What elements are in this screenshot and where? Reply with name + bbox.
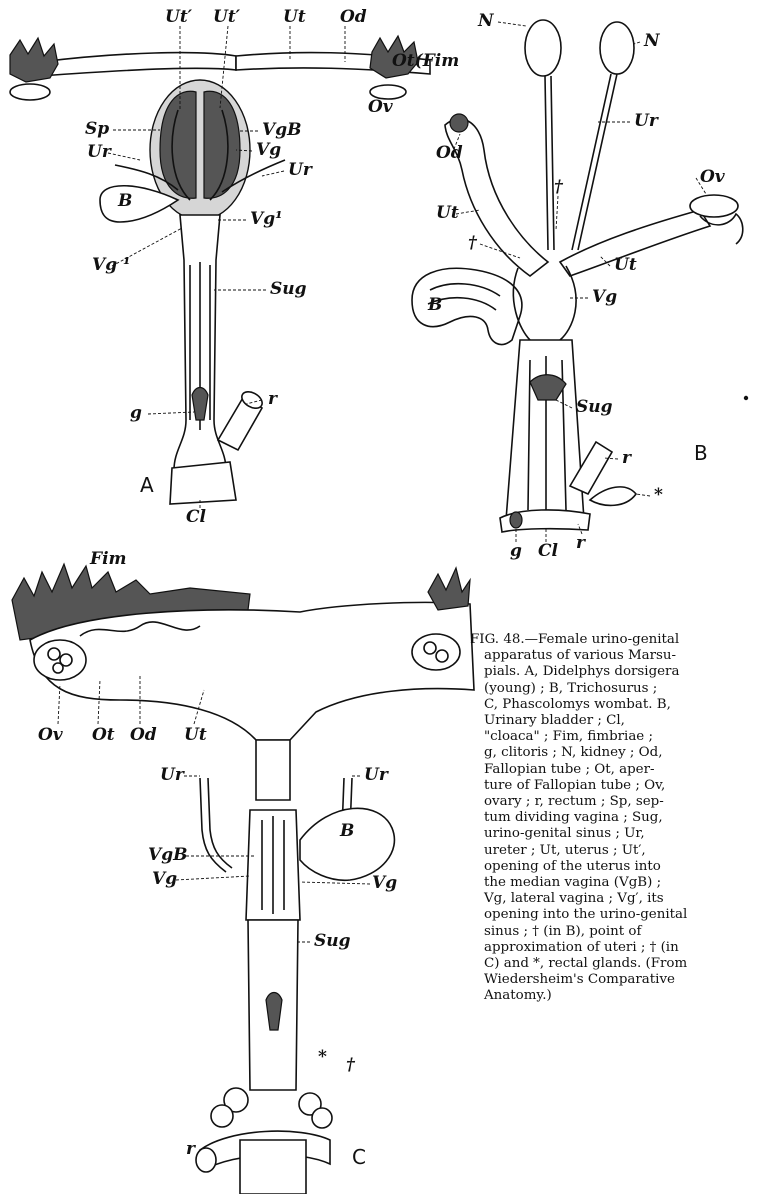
label-c-dagger: † — [346, 1055, 356, 1075]
label-c-b: B — [339, 821, 354, 841]
caption-line: opening into the urino-genital — [470, 907, 758, 923]
label-b-dagger-left: † — [468, 233, 478, 253]
caption-line: C, Phascolomys wombat. B, — [470, 697, 758, 713]
label-b-r-top: r — [622, 448, 632, 468]
label-b-dagger-top: † — [554, 177, 564, 197]
label-c-ur-left: Ur — [160, 765, 185, 785]
label-c-vgb: VgB — [148, 845, 187, 865]
label-c-star: * — [318, 1047, 327, 1067]
caption-line: C) and *, rectal glands. (From — [470, 956, 758, 972]
caption-line: (young) ; B, Trichosurus ; — [470, 681, 758, 697]
panel-a-labels: Ut′ Ut′ Ut Od Ot(Fim Ov Sp VgB Ur Vg Ur … — [85, 7, 459, 527]
label-c-ur-right: Ur — [364, 765, 389, 785]
figure-caption: FIG. 48.—Female urino-genital apparatus … — [470, 632, 758, 1005]
label-c-od: Od — [130, 725, 157, 745]
caption-line: urino-genital sinus ; Ur, — [470, 826, 758, 842]
label-b-od: Od — [436, 143, 463, 163]
caption-line: g, clitoris ; N, kidney ; Od, — [470, 745, 758, 761]
label-a-ur-right: Ur — [288, 160, 313, 180]
label-c-vg-right: Vg — [372, 873, 397, 893]
label-b-cl: Cl — [538, 541, 559, 561]
label-c-sug: Sug — [314, 931, 351, 951]
caption-line: Vg, lateral vagina ; Vg′, its — [470, 891, 758, 907]
label-c-ov: Ov — [38, 725, 64, 745]
label-a-ov: Ov — [368, 97, 394, 117]
caption-line: FIG. 48.—Female urino-genital — [470, 632, 679, 647]
label-b-sug: Sug — [576, 397, 613, 417]
panel-c-letter: C — [352, 1145, 366, 1169]
label-a-b: B — [117, 191, 132, 211]
label-c-ut: Ut — [184, 725, 207, 745]
label-a-ut-prime-1: Ut′ — [165, 7, 193, 27]
label-a-vg1-left: Vg ¹ — [92, 255, 130, 275]
caption-line: approximation of uteri ; † (in — [470, 940, 758, 956]
panel-c-drawing — [12, 564, 474, 1194]
label-b-vg: Vg — [592, 287, 617, 307]
label-a-od: Od — [340, 7, 367, 27]
caption-line: sinus ; † (in B), point of — [470, 924, 758, 940]
label-a-ur-left: Ur — [87, 142, 112, 162]
label-a-sug: Sug — [270, 279, 307, 299]
label-b-ut-left: Ut — [436, 203, 459, 223]
label-b-ut-right: Ut — [614, 255, 637, 275]
caption-line: Urinary bladder ; Cl, — [470, 713, 758, 729]
label-c-ot: Ot — [92, 725, 115, 745]
caption-line: "cloaca" ; Fim, fimbriae ; — [470, 729, 758, 745]
caption-line: the median vagina (VgB) ; — [470, 875, 758, 891]
caption-line: ovary ; r, rectum ; Sp, sep- — [470, 794, 758, 810]
label-a-g: g — [130, 403, 142, 423]
label-b-r-bottom: r — [576, 533, 586, 553]
label-b-ur: Ur — [634, 111, 659, 131]
panel-a-letter: A — [140, 473, 154, 497]
caption-line: Wiedersheim's Comparative — [470, 972, 758, 988]
label-a-r: r — [268, 389, 278, 409]
label-a-vg: Vg — [256, 140, 281, 160]
label-a-vg1-right: Vg¹ — [250, 209, 283, 229]
label-b-n-right: N — [643, 31, 661, 51]
label-c-vg-left: Vg — [152, 869, 177, 889]
label-b-n-left: N — [477, 11, 495, 31]
caption-line: apparatus of various Marsu- — [470, 648, 758, 664]
label-a-vgb: VgB — [262, 120, 301, 140]
label-a-ut-prime-2: Ut′ — [213, 7, 241, 27]
caption-line: ureter ; Ut, uterus ; Ut′, — [470, 843, 758, 859]
caption-line: tum dividing vagina ; Sug, — [470, 810, 758, 826]
label-b-star: * — [654, 485, 663, 505]
caption-line: pials. A, Didelphys dorsigera — [470, 664, 758, 680]
label-a-sp: Sp — [85, 119, 109, 139]
caption-line: Fallopian tube ; Ot, aper- — [470, 762, 758, 778]
label-c-r: r — [186, 1139, 196, 1159]
label-b-g: g — [510, 541, 522, 561]
label-b-ov: Ov — [700, 167, 726, 187]
caption-line: Anatomy.) — [470, 988, 758, 1004]
panel-b-letter: B — [694, 441, 708, 465]
caption-line: ture of Fallopian tube ; Ov, — [470, 778, 758, 794]
label-a-ut: Ut — [283, 7, 306, 27]
dot-mark — [744, 396, 748, 400]
label-a-cl: Cl — [186, 507, 207, 527]
caption-line: opening of the uterus into — [470, 859, 758, 875]
label-a-ot-fim: Ot(Fim — [392, 51, 459, 71]
label-b-b: B — [427, 295, 442, 315]
label-c-fim: Fim — [89, 549, 127, 569]
